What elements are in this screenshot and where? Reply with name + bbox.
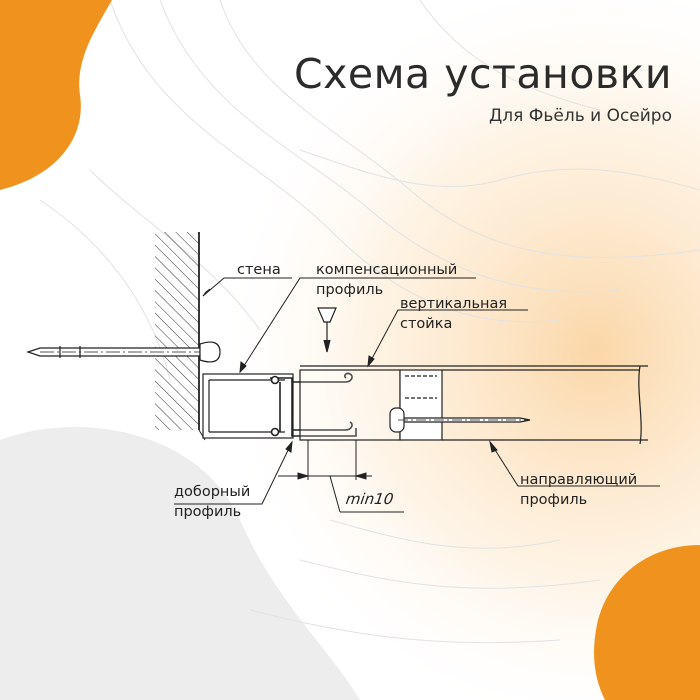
page-subtitle: Для Фьёль и Осейро [488, 106, 672, 126]
label-vertical-post: вертикальная стойка [400, 296, 508, 332]
label-wall: стена [237, 262, 281, 278]
wall-screw [26, 341, 221, 363]
compensation-profile [270, 372, 357, 437]
wall-hatch [155, 232, 199, 430]
label-compensation-profile: компенсационный профиль [316, 262, 458, 298]
orange-blob-top-left [0, 0, 112, 190]
guide-screw [389, 407, 531, 433]
label-extension-profile: доборный профиль [174, 484, 251, 520]
extension-profile [202, 373, 294, 439]
guide-profile [300, 365, 648, 445]
page-title: Схема установки [294, 50, 672, 98]
contour-lines [39, 0, 700, 644]
vertical-post [299, 369, 443, 441]
grey-blob [0, 426, 360, 700]
label-guide-profile: направляющий профиль [520, 472, 638, 508]
rivet [317, 307, 337, 353]
leader-lines [174, 277, 660, 505]
orange-blob-bottom-right [594, 545, 700, 700]
dimension-min10 [278, 440, 404, 513]
label-min-dimension: min10 [344, 490, 395, 508]
